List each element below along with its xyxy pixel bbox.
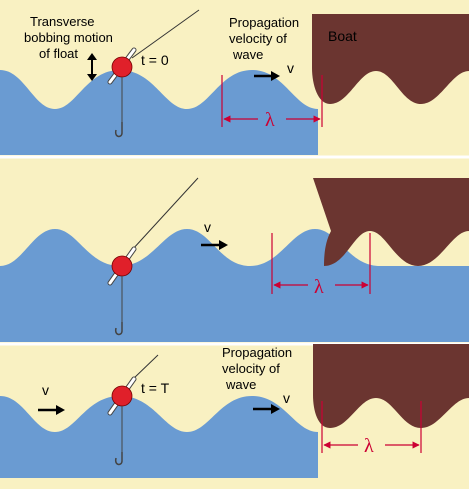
time-label: t = 0 — [141, 52, 169, 68]
motion-label: Transverse bobbing motion of float — [24, 14, 117, 61]
propagation-label: Propagation velocity of wave — [222, 345, 296, 392]
boat-label: Boat — [328, 28, 357, 44]
hook-icon — [114, 322, 123, 336]
wavelength-marker — [271, 233, 371, 294]
hook-icon — [114, 452, 123, 466]
float-icon — [111, 255, 133, 277]
time-label: t = T — [141, 380, 170, 396]
fishing-line-icon — [131, 354, 159, 381]
wavelength-marker — [221, 75, 323, 127]
velocity-label-right: v — [283, 390, 290, 406]
arrow-right-icon — [38, 405, 65, 415]
wavelength-label: λ — [364, 435, 374, 457]
double-arrow-icon — [87, 53, 97, 81]
water-surface — [0, 70, 318, 155]
water-surface — [0, 396, 318, 478]
wavelength-label: λ — [265, 109, 275, 131]
arrow-right-icon — [201, 240, 228, 250]
fishing-line-icon — [131, 177, 199, 251]
velocity-label-left: v — [42, 382, 49, 398]
boat-hull — [313, 178, 469, 266]
velocity-label: v — [204, 219, 211, 235]
float-icon — [111, 385, 133, 407]
float-icon — [111, 56, 133, 78]
fishing-line-icon — [131, 9, 200, 59]
velocity-label: v — [287, 60, 294, 76]
boat-hull — [313, 344, 469, 428]
water-surface — [0, 229, 469, 342]
panel-1: Boat Transverse bobbing motion of float … — [0, 9, 469, 155]
wavelength-label: λ — [314, 276, 324, 298]
panel-2: v λ — [0, 177, 469, 342]
hook-icon — [114, 122, 123, 138]
panel-3: t = T v Propagation velocity of wave v λ — [0, 344, 469, 478]
wavelength-marker — [321, 401, 422, 453]
arrow-right-icon — [254, 71, 280, 81]
arrow-right-icon — [253, 404, 280, 414]
propagation-label: Propagation velocity of wave — [229, 15, 303, 62]
boat-hull — [312, 14, 469, 104]
